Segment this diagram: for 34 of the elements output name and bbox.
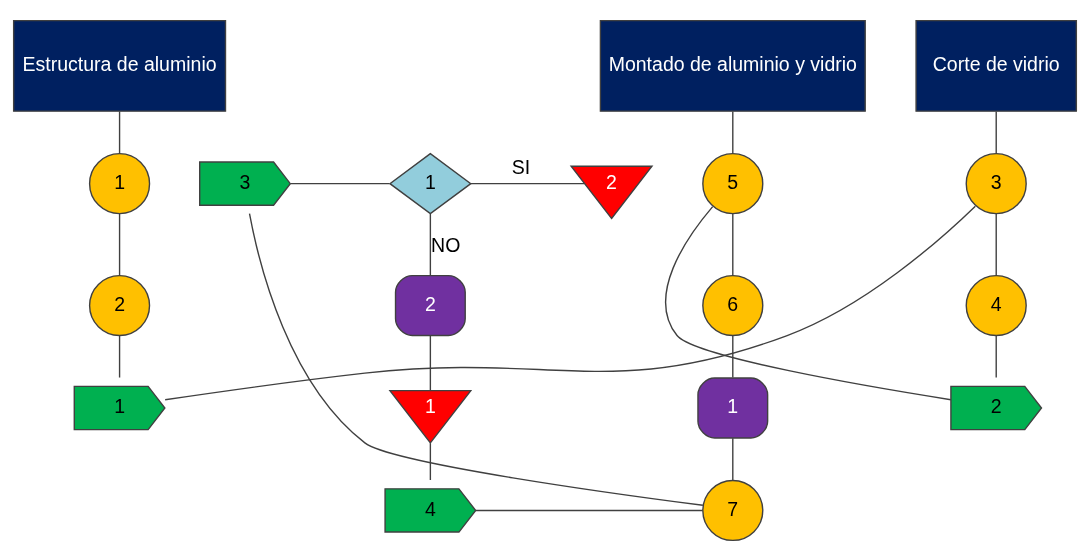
- node-box: Estructura de aluminio: [12, 19, 227, 112]
- connector: [995, 110, 997, 154]
- node-box: Corte de vidrio: [915, 19, 1078, 112]
- node-box: 1: [697, 376, 769, 439]
- edge-label: SI: [511, 155, 531, 178]
- node-diamond: 1: [388, 152, 472, 214]
- node-circle: 7: [702, 479, 764, 541]
- connector: [732, 334, 734, 378]
- connector: [118, 212, 121, 276]
- connector: [995, 212, 997, 276]
- node-circle: 3: [965, 152, 1027, 214]
- edge-label: NO: [431, 233, 461, 256]
- connector: [732, 110, 734, 154]
- connector: [664, 205, 952, 400]
- connector: [289, 182, 391, 184]
- connector: [470, 182, 586, 184]
- node-box: Montado de aluminio y vidrio: [599, 19, 866, 112]
- connector: [475, 509, 704, 511]
- connector: [429, 441, 432, 481]
- connector: [429, 334, 432, 391]
- connector: [429, 212, 432, 276]
- connector: [732, 437, 734, 481]
- node-circle: 5: [702, 152, 764, 214]
- connector: [732, 212, 734, 276]
- connector: [164, 204, 977, 400]
- node-circle: 6: [702, 274, 764, 336]
- node-circle: 1: [88, 152, 151, 214]
- connector: [118, 110, 121, 154]
- node-box: 2: [394, 274, 466, 336]
- connector: [118, 334, 121, 378]
- node-circle: 2: [88, 274, 151, 336]
- connector: [995, 334, 997, 378]
- connector: [248, 212, 704, 506]
- node-circle: 4: [965, 274, 1027, 336]
